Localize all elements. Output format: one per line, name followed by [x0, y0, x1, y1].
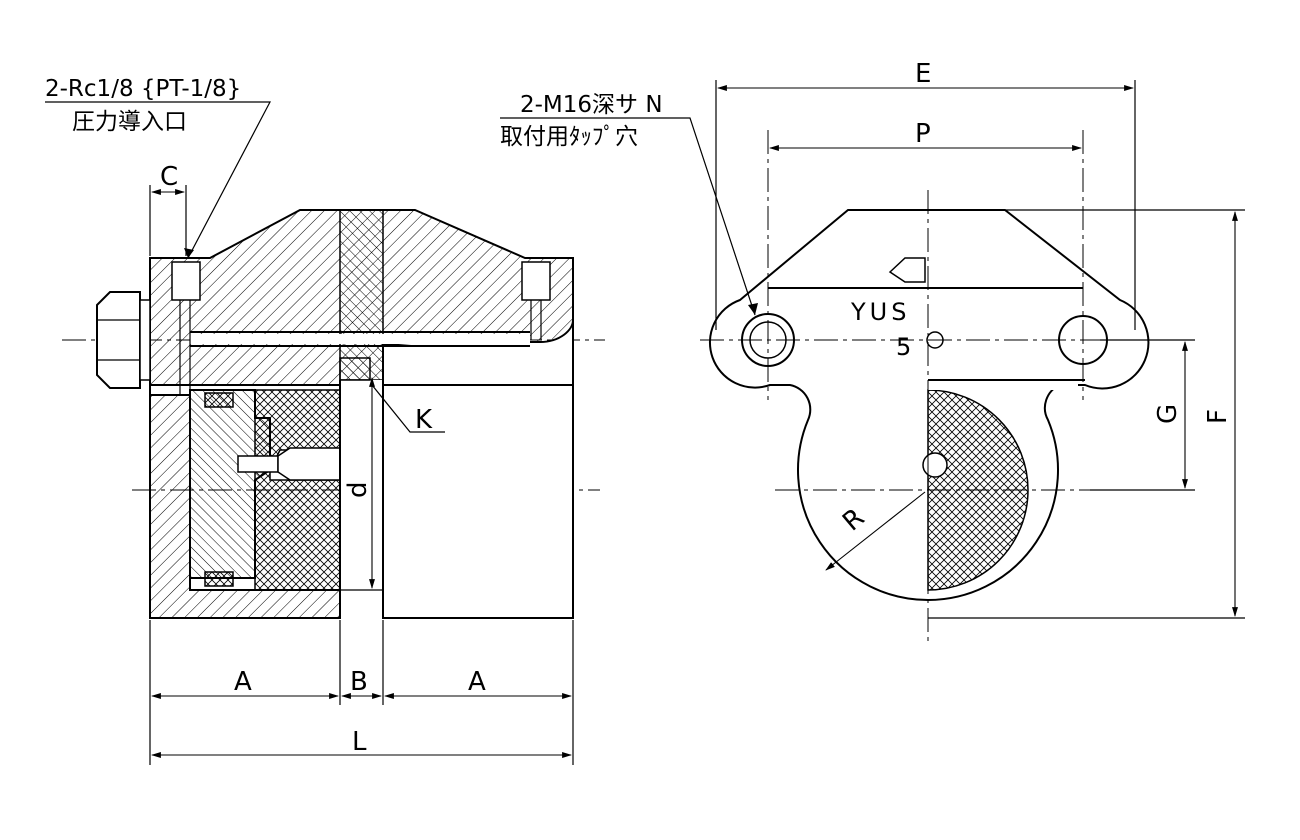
side-view [500, 80, 1245, 645]
bore-gap [340, 380, 383, 618]
port-left [171, 261, 201, 301]
dim-label-p: P [915, 119, 931, 149]
dim-label-d: d [343, 481, 373, 498]
brand-marking: YUS [850, 298, 910, 326]
dim-label-a-left: A [234, 667, 252, 697]
port-thread-callout: 2-Rc1/8 {PT-1/8} [45, 76, 241, 102]
o-ring-bottom [204, 571, 234, 587]
dim-label-f: F [1203, 409, 1233, 424]
port-desc-callout: 圧力導入口 [72, 109, 187, 135]
screw-tip [277, 447, 341, 481]
center-screw [922, 452, 948, 478]
hex-fitting [96, 291, 141, 389]
center-split-band [339, 209, 384, 381]
dim-label-e: E [915, 59, 931, 89]
dim-label-b: B [350, 667, 368, 697]
dim-label-c: C [160, 162, 178, 192]
right-lower-block [382, 384, 574, 619]
vent-plug [888, 257, 926, 283]
tap-desc-callout: 取付用ﾀｯﾌﾟ穴 [500, 124, 638, 150]
section-view [45, 101, 605, 765]
dim-label-k: K [415, 405, 433, 435]
piston-screw [237, 455, 279, 473]
seal-block [254, 389, 341, 591]
k-step [339, 357, 371, 381]
port-right [521, 261, 551, 301]
o-ring-top [204, 392, 234, 408]
dim-label-g: G [1153, 404, 1183, 424]
size-marking: 5 [896, 333, 911, 361]
dim-label-l: L [352, 727, 367, 757]
dim-label-a-right: A [468, 667, 486, 697]
tap-thread-callout: 2-M16深サ N [520, 92, 663, 118]
